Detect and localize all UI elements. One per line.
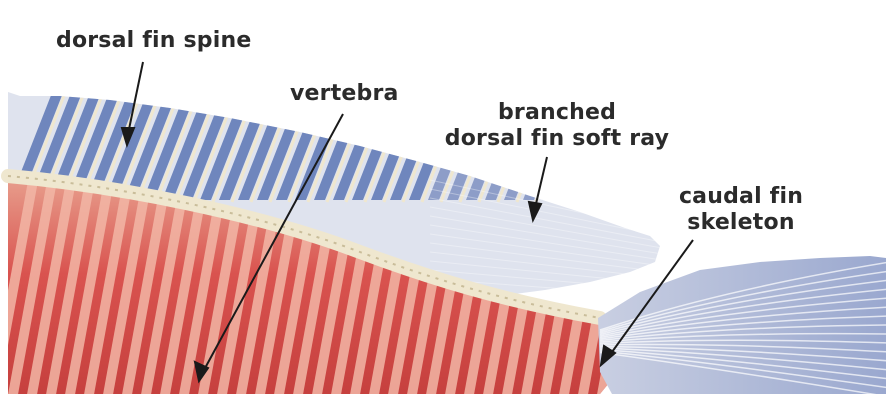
caudal-fin bbox=[598, 256, 890, 394]
label-branched-dorsal-fin-soft-ray: branched dorsal fin soft ray bbox=[432, 100, 682, 152]
label-vertebra: vertebra bbox=[290, 81, 399, 107]
label-caudal-fin-skeleton: caudal fin skeleton bbox=[665, 184, 817, 236]
label-caudal-line2: skeleton bbox=[665, 210, 817, 236]
label-caudal-line1: caudal fin bbox=[665, 184, 817, 210]
label-dorsal-fin-spine: dorsal fin spine bbox=[56, 28, 251, 54]
label-soft-ray-line2: dorsal fin soft ray bbox=[432, 126, 682, 152]
label-soft-ray-line1: branched bbox=[432, 100, 682, 126]
